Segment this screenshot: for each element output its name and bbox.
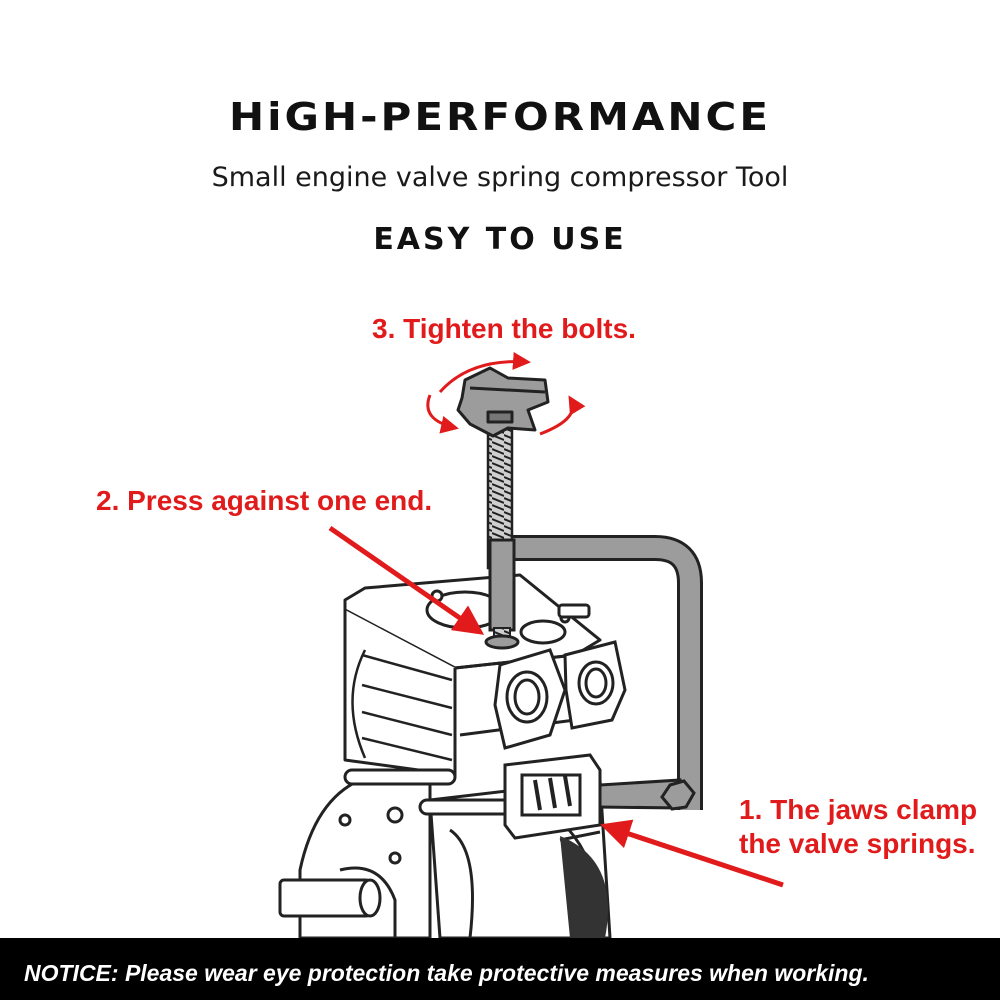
crankshaft — [278, 878, 382, 918]
screw-foot — [484, 634, 520, 650]
frame-nut — [660, 779, 696, 811]
star-knob — [456, 366, 550, 438]
jaw-clamp — [503, 753, 602, 840]
push-rods — [343, 768, 532, 816]
step-1-line-2: the valve springs. — [739, 828, 976, 859]
headline: HiGH-PERFORMANCE — [228, 93, 772, 140]
cylinder-head — [343, 573, 602, 777]
fuel-tank-shadow — [560, 836, 608, 938]
tagline: EASY TO USE — [373, 222, 627, 257]
step-1-line-1: 1. The jaws clamp — [739, 794, 978, 825]
screw-collar — [488, 538, 516, 632]
rotation-arrows-icon — [426, 351, 586, 436]
step-2-label: 2. Press against one end. — [96, 485, 433, 516]
step-3-label: 3. Tighten the bolts. — [372, 313, 636, 344]
subheadline: Small engine valve spring compressor Too… — [211, 162, 789, 193]
pointer-arrow-icon — [600, 819, 784, 888]
notice-bar — [0, 938, 1000, 1000]
valve-ports — [493, 640, 627, 750]
notice-text: NOTICE: Please wear eye protection take … — [24, 960, 869, 986]
pointer-arrow-icon — [328, 525, 485, 635]
step-1-label: 1. The jaws clamp the valve springs. — [739, 793, 997, 861]
